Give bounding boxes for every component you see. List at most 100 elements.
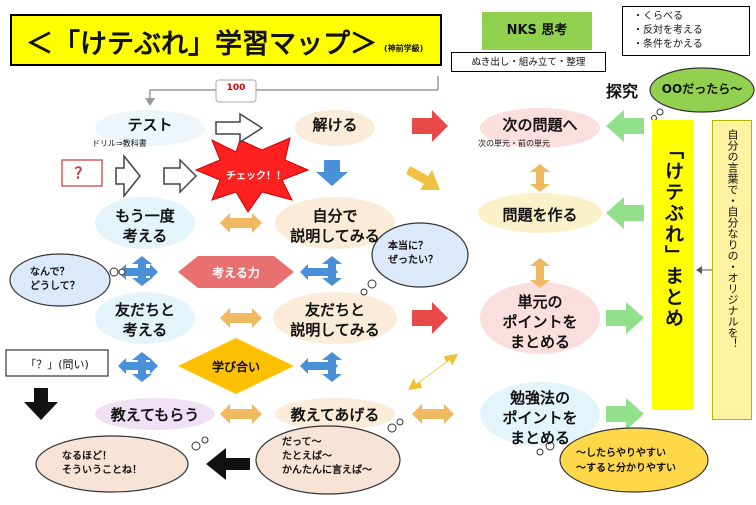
node-tangen-line3: まとめる: [509, 333, 570, 351]
side-note-text: 自分の言葉で・自分なりの・オリジナルを！: [726, 129, 739, 349]
cloud-nande-line: なんで？: [30, 267, 70, 278]
soft-blob: [275, 398, 395, 430]
node-kangaeru-chikara: 考える力: [212, 266, 260, 280]
thin-arrow-head: [696, 266, 702, 274]
node-oshiete-ageru: 教えてあげる: [290, 406, 380, 424]
node-drill: ドリル⇒教科書: [92, 139, 147, 148]
node-jibun-line2: 説明してみる: [290, 227, 380, 245]
orange-double-arrow: [220, 213, 262, 233]
hundred-badge-box: [215, 79, 257, 103]
node-mondai: 問題を作る: [502, 206, 578, 224]
node-jibun-setsumei: 自分で 説明してみる: [270, 206, 400, 246]
cloud-nande-text: なんで？ どうして？: [30, 266, 100, 294]
kangaeru-chikara-hexagon: [178, 256, 294, 288]
green-arrow: [606, 398, 644, 430]
hm-cloud-text: OOだったら～: [661, 82, 743, 96]
green-arrow: [606, 197, 644, 229]
cloud-shitara-line: ～すると分かりやすい: [576, 463, 676, 474]
soft-blob: [480, 382, 600, 446]
cloud-datte-text: だって～ たとえば～ かんたんに言えば～: [282, 436, 402, 478]
compare-item: ・条件をかえる: [633, 39, 703, 50]
cloud-shitara-line: ～したらやりやすい: [576, 448, 666, 459]
cloud-naruhodo-line: なるほど！: [62, 451, 112, 462]
soft-blob: [480, 108, 600, 148]
node-benkyo-line1: 勉強法の: [509, 389, 570, 407]
cloud-datte: [255, 418, 404, 495]
node-tomodachi-kangaeru-line2: 考える: [122, 321, 168, 339]
soft-blob: [275, 197, 395, 249]
check-burst: [194, 137, 310, 213]
cloud-nande-line: どうして？: [30, 281, 80, 292]
node-test: テスト: [127, 116, 173, 134]
node-tomodachi-setsumei-line1: 友だちと: [304, 301, 365, 319]
node-toi: 「？」(問い): [25, 358, 89, 371]
node-oshiete-morau: 教えてもらう: [110, 406, 200, 424]
green-arrow: [606, 110, 644, 142]
soft-blob: [95, 398, 215, 430]
kete-matome-box: 「けテぶれ」まとめ: [652, 120, 694, 410]
compare-box: ・くらべる ・反対を考える ・条件をかえる: [622, 6, 750, 56]
outline-arrow: [215, 112, 264, 144]
node-benkyo: 勉強法の ポイントを まとめる: [480, 388, 600, 448]
nks-box: NKS 思考: [482, 12, 592, 50]
map-title: ＜「けテぶれ」学習マップ＞: [26, 29, 377, 60]
cloud-honto-text: 本当に？ ぜったい？: [388, 240, 458, 268]
node-question-mark: ？: [74, 164, 90, 182]
orange-double-arrow: [220, 308, 262, 328]
outline-arrow: [115, 153, 141, 199]
orange-double-arrow: [412, 404, 454, 424]
kete-matome-label: 「けテぶれ」まとめ: [662, 140, 684, 329]
orange-double-arrow: [530, 164, 550, 192]
blue-double-arrow: [118, 358, 158, 374]
node-jibun-line1: 自分で: [312, 207, 358, 225]
cloud-hm: [649, 67, 755, 121]
tankyu-label: 探究: [606, 82, 639, 101]
node-moichido-line1: もう一度: [115, 207, 175, 225]
node-manabiai: 学び合い: [211, 360, 260, 374]
node-next-unit: 次の単元・前の単元: [478, 139, 550, 148]
outline-arrow: [163, 158, 198, 194]
red-arrow: [412, 110, 448, 142]
soft-blob: [95, 197, 195, 249]
cloud-nande: [9, 253, 126, 307]
cloud-honto-line: ぜったい？: [388, 255, 438, 266]
red-arrow: [412, 302, 448, 334]
green-arrow: [606, 302, 644, 334]
node-tangen: 単元の ポイントを まとめる: [480, 292, 600, 352]
orange-double-arrow: [530, 258, 550, 288]
cloud-honto: [360, 222, 469, 296]
node-tomodachi-setsumei-line2: 説明してみる: [290, 321, 380, 339]
hm-cloud-box: OOだったら～: [650, 66, 754, 112]
cloud-shitara: [536, 427, 709, 493]
cloud-datte-line: たとえば～: [282, 451, 332, 462]
cloud-honto-line: 本当に？: [388, 241, 428, 252]
flow-line: [149, 76, 439, 100]
compare-item: ・反対を考える: [633, 25, 703, 36]
soft-blob: [295, 110, 375, 146]
blue-double-arrow: [118, 264, 158, 280]
node-tomodachi-setsumei: 友だちと 説明してみる: [262, 300, 408, 340]
map-title-box: ＜「けテぶれ」学習マップ＞ (神前学級): [10, 14, 442, 66]
map-subtitle: (神前学級): [384, 44, 424, 53]
cloud-naruhodo-text: なるほど！ そういうことね！: [62, 450, 172, 478]
black-left-arrow: [206, 448, 250, 480]
node-tokeru: 解ける: [312, 116, 358, 134]
node-moichido-line2: 考える: [122, 227, 168, 245]
manabiai-diamond: [178, 338, 294, 394]
node-tangen-line2: ポイントを: [502, 313, 578, 331]
node-tangen-line1: 単元の: [517, 293, 563, 311]
blue-double-arrow: [300, 358, 338, 374]
black-down-arrow: [24, 388, 58, 420]
node-next-problem: 次の問題へ: [502, 116, 578, 134]
node-benkyo-line3: まとめる: [509, 429, 570, 447]
node-benkyo-line2: ポイントを: [502, 409, 578, 427]
compare-item: ・くらべる: [633, 11, 683, 22]
toi-box: [5, 349, 109, 377]
flow-line-head: [145, 98, 155, 106]
side-note-box: 自分の言葉で・自分なりの・オリジナルを！: [712, 120, 752, 420]
cloud-naruhodo: [35, 435, 209, 493]
soft-blob: [480, 282, 600, 354]
soft-blob: [95, 292, 195, 344]
cloud-datte-line: だって～: [282, 437, 322, 448]
soft-blob: [273, 292, 397, 344]
